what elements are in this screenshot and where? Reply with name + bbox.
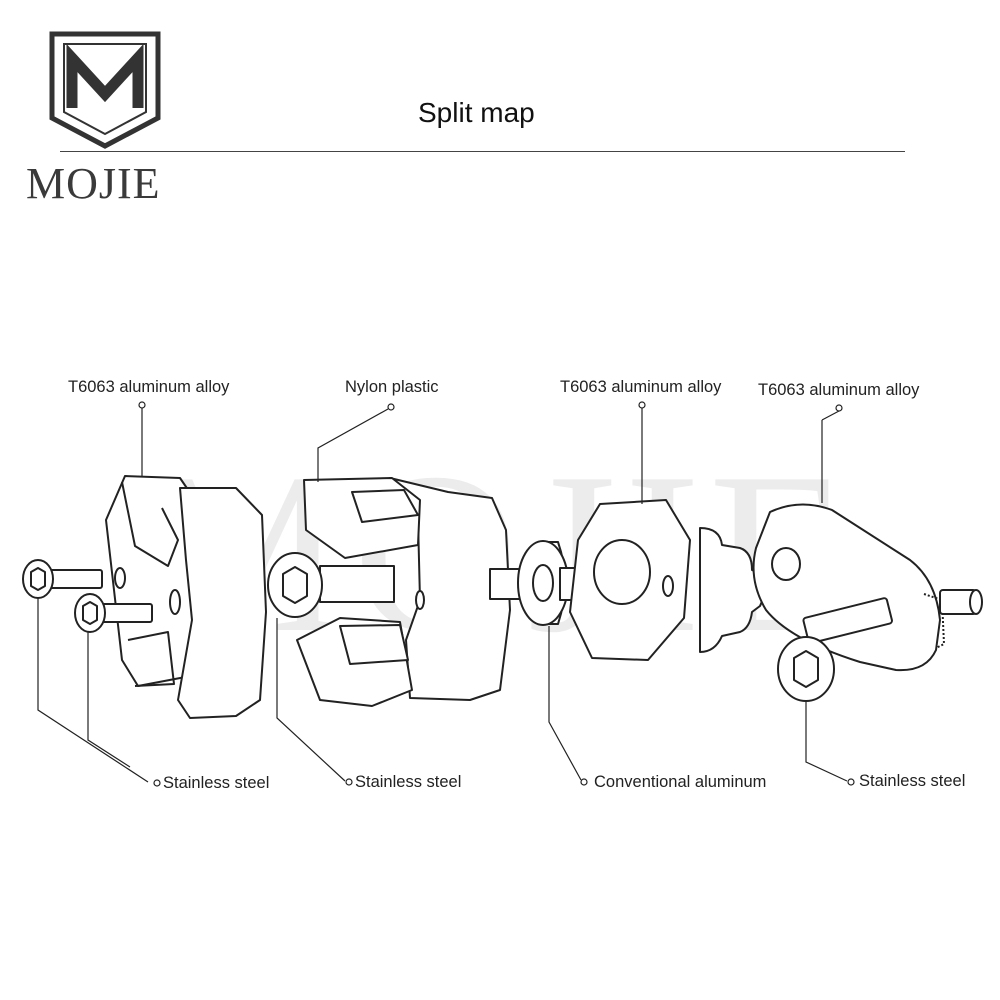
brand-name: MOJIE	[26, 159, 161, 208]
screw-2	[74, 593, 153, 633]
label-stainless-1: Stainless steel	[163, 774, 270, 792]
label-stainless-3: Stainless steel	[859, 772, 966, 790]
label-conventional-aluminum: Conventional aluminum	[594, 773, 767, 791]
label-nylon-plastic: Nylon plastic	[345, 378, 439, 396]
page-title: Split map	[418, 97, 535, 128]
clamp-jaw-left	[105, 475, 267, 719]
nylon-clamp-body	[267, 477, 511, 707]
label-stainless-2: Stainless steel	[355, 773, 462, 791]
mount-plate	[752, 503, 983, 702]
label-t6063-left: T6063 aluminum alloy	[68, 378, 230, 396]
title-divider	[60, 151, 905, 152]
screw-1	[22, 559, 103, 599]
label-t6063-right: T6063 aluminum alloy	[758, 381, 920, 399]
mojie-logo-icon	[49, 31, 161, 149]
hex-mount	[569, 499, 765, 661]
label-t6063-middle: T6063 aluminum alloy	[560, 378, 722, 396]
